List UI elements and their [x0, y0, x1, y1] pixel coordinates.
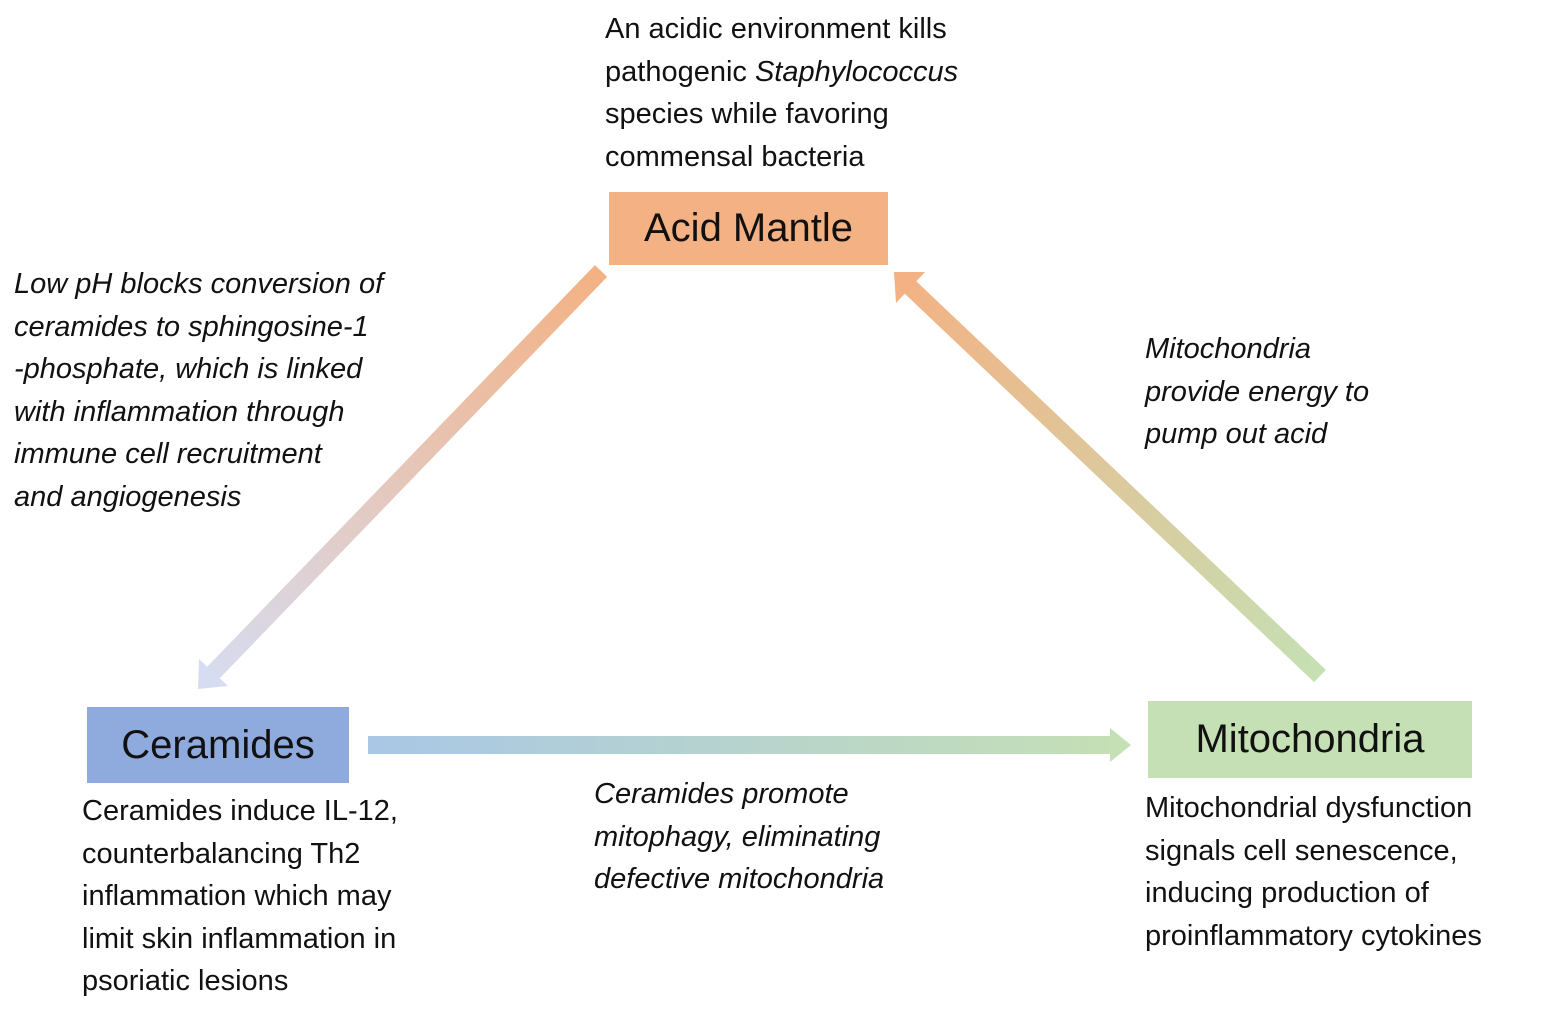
edge-label-acid-to-ceramides: Low pH blocks conversion of ceramides to… [14, 268, 384, 513]
acid-mantle-label: Acid Mantle [644, 206, 853, 250]
ceramides-description: Ceramides induce IL-12, counterbalancing… [82, 795, 398, 997]
arrow-acid-to-ceramides [206, 265, 608, 679]
mitochondria-label: Mitochondria [1195, 717, 1425, 761]
mitochondria-description: Mitochondrial dysfunction signals cell s… [1145, 792, 1482, 952]
acid-desc-text-1: An acidic environment kills pathogenic [605, 13, 947, 88]
acid-mantle-node: Acid Mantle [609, 192, 888, 265]
ceramides-node: Ceramides [87, 707, 349, 783]
mitochondria-node: Mitochondria [1148, 701, 1472, 778]
arrow-mito-to-acid [904, 280, 1326, 683]
ceramides-label: Ceramides [121, 722, 315, 767]
arrowhead-mito-to-acid [894, 272, 925, 303]
arrowhead-ceramides-to-mito [1110, 728, 1131, 762]
acid-desc-species: Staphylococcus [754, 55, 959, 88]
acid-mantle-description: An acidic environment kills pathogenic S… [605, 8, 958, 178]
edge-label-ceramides-to-mito: Ceramides promote mitophagy, eliminating… [594, 778, 885, 895]
acid-desc-text-2: species while favoring commensal bacteri… [605, 98, 889, 173]
edge-label-mito-to-acid: Mitochondria provide energy to pump out … [1145, 333, 1370, 450]
arrowhead-acid-to-ceramides [198, 659, 228, 689]
arrow-ceramides-to-mito [368, 736, 1114, 754]
